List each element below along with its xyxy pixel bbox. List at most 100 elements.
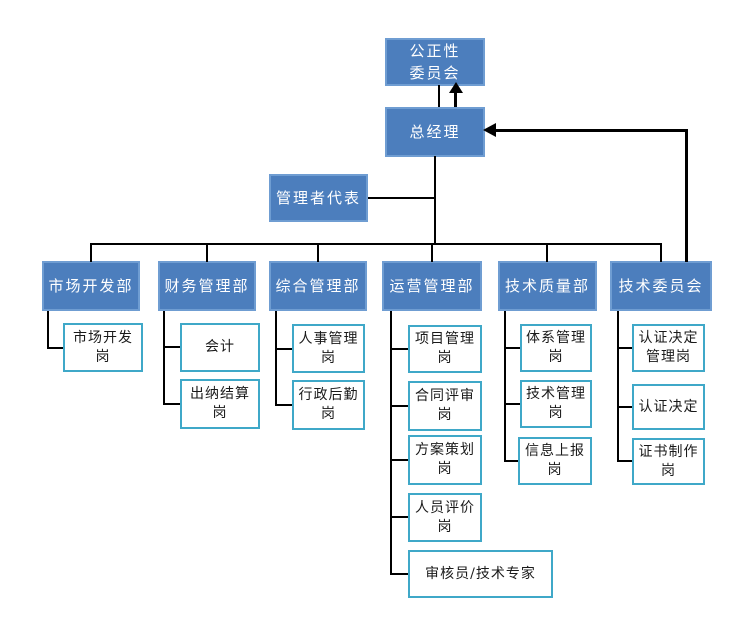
edge-techquality-stub-system bbox=[504, 347, 520, 349]
node-post-project-management: 项目管理岗 bbox=[408, 325, 482, 373]
node-tech-committee: 技术委员会 bbox=[610, 261, 712, 311]
node-post-contract-review-label: 岗 bbox=[437, 407, 453, 423]
node-post-cert-production-label: 证书制作 bbox=[638, 443, 699, 460]
node-post-auditors-experts-label: 审核员/技术专家 bbox=[425, 565, 536, 582]
node-post-hr-management-label: 人事管理 bbox=[298, 330, 359, 347]
edge-dept-stub-market-dev bbox=[90, 243, 92, 262]
node-general-manager-label: 总经理 bbox=[409, 122, 461, 141]
edge-market-branch-vert bbox=[47, 311, 49, 349]
node-dept-finance: 财务管理部 bbox=[158, 261, 256, 311]
node-post-hr-management: 人事管理岗 bbox=[292, 324, 365, 373]
edge-tech-committee-to-gm-vertical bbox=[685, 130, 688, 262]
node-post-cashier-settlement-label: 岗 bbox=[212, 405, 228, 421]
node-post-scheme-planning-label: 方案策划 bbox=[415, 442, 475, 459]
node-post-admin-logistics: 行政后勤岗 bbox=[292, 380, 365, 430]
node-post-system-management-label: 体系管理 bbox=[526, 330, 586, 347]
node-post-system-management: 体系管理岗 bbox=[520, 324, 592, 372]
node-post-admin-logistics-label: 行政后勤 bbox=[298, 387, 359, 404]
node-post-personnel-evaluation: 人员评价岗 bbox=[408, 493, 482, 542]
edge-dept-stub-finance bbox=[206, 243, 208, 262]
node-post-cert-production-label: 岗 bbox=[661, 462, 676, 479]
edge-operations-branch-vert bbox=[390, 311, 392, 575]
edge-dept-stub-tech-committee bbox=[660, 243, 662, 262]
node-post-tech-management: 技术管理岗 bbox=[520, 380, 592, 428]
node-post-info-reporting-label: 岗 bbox=[547, 462, 563, 478]
edge-operations-stub-auditors bbox=[390, 573, 408, 575]
edge-techquality-stub-techmgmt bbox=[504, 403, 520, 405]
edge-gm-to-committee-line bbox=[438, 85, 440, 107]
edge-general-branch-vert bbox=[275, 311, 277, 406]
node-post-cert-decision-mgmt-label: 认证决定 bbox=[638, 330, 699, 347]
node-post-admin-logistics-label: 岗 bbox=[321, 406, 336, 422]
node-post-cashier-settlement: 出纳结算岗 bbox=[180, 379, 260, 429]
edge-techcommittee-stub-certdecision bbox=[617, 406, 632, 408]
node-tech-committee-label: 技术委员会 bbox=[618, 276, 704, 295]
node-post-cert-decision-mgmt-label: 管理岗 bbox=[646, 349, 691, 365]
edge-finance-branch-vert bbox=[163, 311, 165, 405]
node-post-scheme-planning-label: 岗 bbox=[437, 461, 453, 477]
node-post-accounting-label: 会计 bbox=[205, 339, 235, 356]
edge-techcommittee-stub-certprod bbox=[617, 460, 632, 462]
node-dept-general-admin: 综合管理部 bbox=[269, 261, 367, 311]
node-post-scheme-planning: 方案策划岗 bbox=[408, 435, 482, 485]
edge-operations-stub-personnel bbox=[390, 516, 408, 518]
node-post-personnel-evaluation-label: 岗 bbox=[437, 518, 453, 535]
node-dept-finance-label: 财务管理部 bbox=[164, 276, 250, 295]
node-post-contract-review: 合同评审岗 bbox=[408, 381, 482, 431]
node-post-info-reporting-label: 信息上报 bbox=[525, 443, 585, 460]
node-post-project-management-label: 项目管理 bbox=[415, 331, 475, 348]
node-post-cert-production: 证书制作岗 bbox=[632, 438, 705, 485]
arrowhead-up-into-committee bbox=[449, 82, 463, 93]
edge-dept-stub-tech-quality bbox=[546, 243, 548, 262]
edge-techcommittee-stub-certmgmt bbox=[617, 347, 632, 349]
node-impartiality-committee-label: 公正性 bbox=[409, 41, 461, 60]
edge-gm-to-committee-arrow-shaft bbox=[454, 92, 457, 107]
edge-techquality-stub-inforeport bbox=[504, 460, 518, 462]
node-post-auditors-experts: 审核员/技术专家 bbox=[408, 550, 553, 598]
edge-operations-stub-planning bbox=[390, 459, 408, 461]
node-dept-tech-quality-label: 技术质量部 bbox=[504, 276, 590, 295]
node-post-tech-management-label: 技术管理 bbox=[526, 386, 586, 403]
edge-techcommittee-branch-vert bbox=[617, 311, 619, 462]
node-post-info-reporting: 信息上报岗 bbox=[518, 437, 592, 485]
node-dept-operations: 运营管理部 bbox=[382, 261, 482, 311]
edge-tech-committee-to-gm-horizontal bbox=[495, 129, 688, 132]
node-post-tech-management-label: 岗 bbox=[548, 405, 564, 421]
node-impartiality-committee: 公正性委员会 bbox=[385, 38, 485, 86]
node-general-manager: 总经理 bbox=[385, 107, 485, 157]
node-dept-market-dev-label: 市场开发部 bbox=[48, 276, 134, 295]
node-impartiality-committee-label: 委员会 bbox=[409, 64, 461, 82]
edge-market-stub-post-market-dev bbox=[47, 347, 63, 349]
node-post-personnel-evaluation-label: 人员评价 bbox=[415, 499, 475, 516]
node-dept-tech-quality: 技术质量部 bbox=[498, 261, 597, 311]
node-post-system-management-label: 岗 bbox=[548, 349, 564, 365]
node-dept-general-admin-label: 综合管理部 bbox=[275, 276, 361, 295]
arrowhead-left-into-gm bbox=[483, 123, 496, 137]
edge-operations-stub-contract bbox=[390, 405, 408, 407]
edge-dept-stub-general-admin bbox=[317, 243, 319, 262]
node-post-cashier-settlement-label: 出纳结算 bbox=[190, 386, 250, 403]
edge-finance-stub-cashier bbox=[163, 403, 180, 405]
node-post-contract-review-label: 合同评审 bbox=[415, 388, 475, 405]
edge-techquality-branch-vert bbox=[504, 311, 506, 462]
node-post-cert-decision-label: 认证决定 bbox=[638, 398, 699, 415]
node-post-project-management-label: 岗 bbox=[437, 350, 453, 366]
edge-operations-stub-project bbox=[390, 348, 408, 350]
node-dept-operations-label: 运营管理部 bbox=[389, 276, 475, 295]
edge-general-stub-hr bbox=[275, 348, 292, 350]
node-post-market-dev-label: 市场开发 bbox=[73, 329, 133, 346]
node-post-cert-decision: 认证决定 bbox=[632, 384, 705, 430]
node-post-market-dev: 市场开发岗 bbox=[63, 323, 143, 372]
node-post-cert-decision-mgmt: 认证决定管理岗 bbox=[632, 324, 705, 372]
edge-gm-trunk-down bbox=[434, 156, 436, 244]
node-dept-market-dev: 市场开发部 bbox=[42, 261, 140, 311]
node-management-representative: 管理者代表 bbox=[269, 174, 368, 222]
node-post-accounting: 会计 bbox=[180, 323, 260, 372]
node-management-representative-label: 管理者代表 bbox=[275, 188, 361, 207]
node-post-hr-management-label: 岗 bbox=[321, 349, 336, 366]
edge-finance-stub-accounting bbox=[163, 346, 180, 348]
edge-dept-bus bbox=[90, 243, 662, 245]
edge-dept-stub-operations bbox=[431, 243, 433, 262]
edge-general-stub-admin bbox=[275, 404, 292, 406]
